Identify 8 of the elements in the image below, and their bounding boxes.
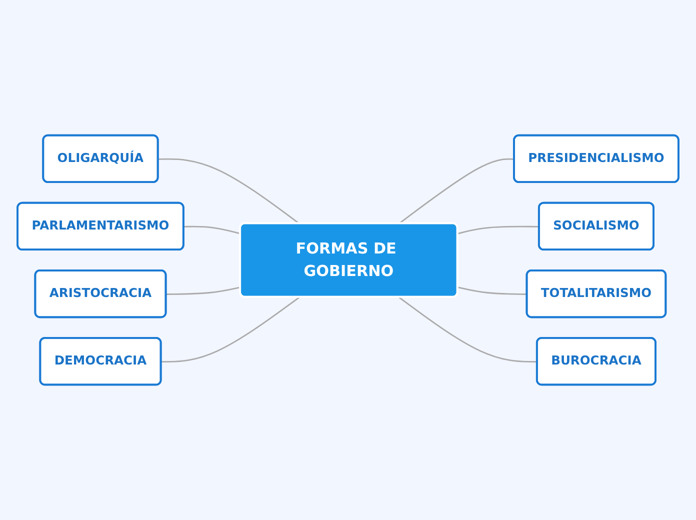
connector [161,296,300,362]
connector [166,286,241,295]
connector [458,226,540,234]
connector [398,158,514,224]
connector [158,158,300,224]
connector [458,286,528,295]
connector [398,296,538,362]
connector [184,226,241,234]
